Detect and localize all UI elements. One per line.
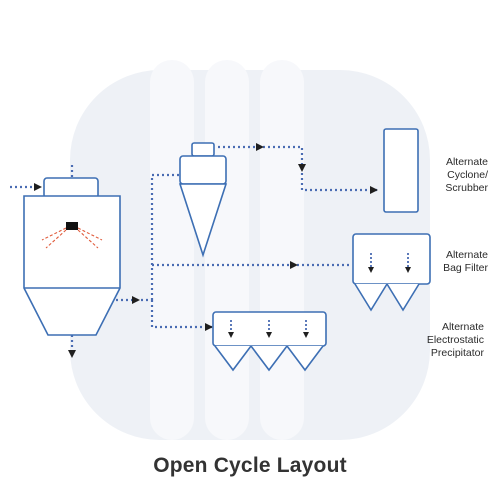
to-cyclone-flow-line [150,173,182,300]
esp-hopper-3 [286,345,324,372]
scrubber-unit [383,128,419,213]
cyclone-label-line3: Scrubber [445,182,488,194]
product-outlet-arrow [68,350,76,358]
esp-hopper-1 [214,345,252,372]
bag-filter-housing [352,233,431,285]
scrubber-inlet-arrow [370,186,378,194]
esp-hopper-2 [250,345,288,372]
flow-arrows [34,143,378,358]
bag-filter-internal-arrows [368,253,411,273]
atomizer-nozzle [66,222,78,230]
bag-filter-label-line1: Alternate [445,249,488,261]
bag-filter-label-line2: Bag Filter [443,262,488,274]
esp-internal-arrows [228,320,309,338]
dryer-top-cap [43,177,99,199]
atomizer-spray [41,227,103,249]
cyclone-scrubber-label: Alternate Cyclone/ Scrubber [445,156,488,195]
diagram-title: Open Cycle Layout [153,454,347,477]
dryer-outlet-arrow [132,296,140,304]
esp-label: Alternate Electrostatic Precipitator [427,321,484,360]
cyclone [178,142,228,258]
inlet-arrow [34,183,42,191]
bag-filter-label: Alternate Bag Filter [443,249,488,275]
cyclone-outlet-arrow [256,143,264,151]
cyclone-cone [178,183,228,258]
bag-filter-inlet-arrow [290,261,298,269]
spray-dryer [23,177,121,336]
cyclone-label-line1: Alternate [445,156,488,168]
bag-filter-hopper-1 [354,283,388,312]
cyclone-down-arrow [298,164,306,172]
dryer-chamber [23,195,121,336]
cyclone-body [179,155,227,185]
bag-filter-unit [352,233,431,312]
esp-inlet-arrow [205,323,213,331]
watermark-columns [150,60,304,440]
bag-filter-hopper-2 [386,283,420,312]
cyclone-outlet-pipe [191,142,215,157]
esp-label-line2: Electrostatic [426,334,484,346]
esp-label-line1: Alternate [441,321,484,333]
cyclone-label-line2: Cyclone/ [447,169,488,181]
to-esp-flow-line [150,300,212,329]
esp-label-line3: Precipitator [430,347,484,359]
